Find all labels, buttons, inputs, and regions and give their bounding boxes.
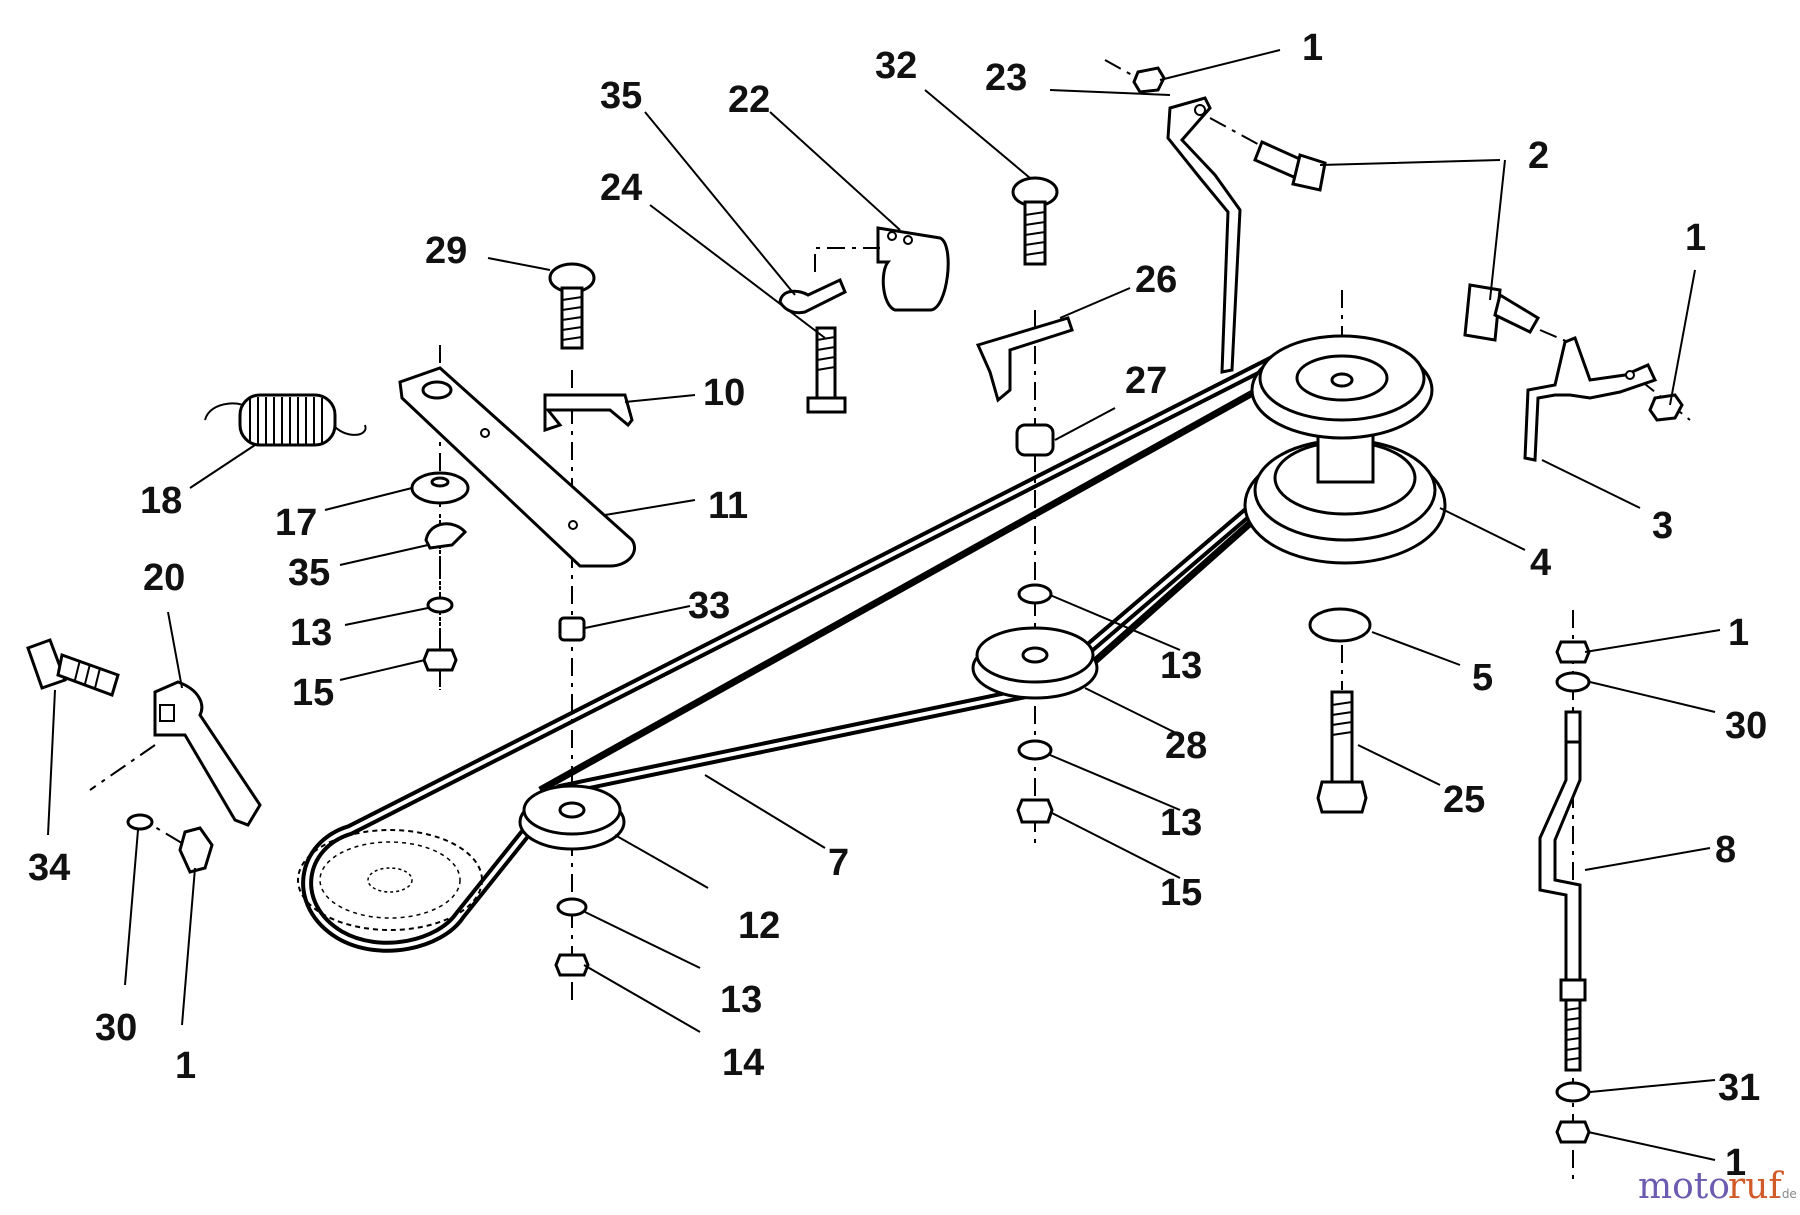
washer-30-r — [1555, 671, 1591, 693]
callout-10: 10 — [703, 372, 745, 414]
bracket-26 — [975, 316, 1074, 403]
nut-1-top — [1132, 66, 1166, 94]
idler-pulley-28 — [971, 310, 1099, 850]
nut-15-b — [1016, 798, 1054, 824]
callout-30: 30 — [95, 1007, 137, 1049]
spacer-33 — [558, 616, 586, 642]
callout-7: 7 — [828, 842, 849, 884]
callout-30: 30 — [1725, 705, 1767, 747]
callout-2: 2 — [1528, 135, 1549, 177]
callout-20: 20 — [143, 557, 185, 599]
callout-15: 15 — [1160, 872, 1202, 914]
bolt-2-top — [1253, 139, 1327, 192]
callout-4: 4 — [1530, 542, 1551, 584]
carriage-bolt-32 — [1011, 176, 1059, 266]
callout-31: 31 — [1718, 1067, 1760, 1109]
callout-24: 24 — [600, 167, 642, 209]
callout-13: 13 — [1160, 645, 1202, 687]
clip-35-lower — [424, 522, 468, 550]
rod-23 — [1166, 96, 1242, 374]
callout-labels: 1 23 32 2 1 35 22 24 29 26 27 10 11 18 1… — [28, 27, 1767, 1184]
watermark-logo: moto ruf .de — [1638, 1166, 1797, 1207]
callout-33: 33 — [688, 585, 730, 627]
callout-35: 35 — [600, 75, 642, 117]
callout-1: 1 — [1685, 217, 1706, 259]
callout-23: 23 — [985, 57, 1027, 99]
bracket-10 — [543, 393, 634, 433]
nut-1-right — [1648, 393, 1684, 422]
nut-1-r-top — [1555, 640, 1591, 664]
callout-25: 25 — [1443, 779, 1485, 821]
engine-pulley — [297, 829, 483, 931]
svg-text:ruf: ruf — [1728, 1166, 1784, 1207]
svg-text:.de: .de — [1778, 1187, 1797, 1201]
bolt-25 — [1316, 690, 1368, 814]
bolt-34 — [26, 638, 120, 697]
washer-13-d — [1017, 739, 1053, 761]
callout-17: 17 — [275, 502, 317, 544]
lever-20 — [153, 680, 262, 827]
callout-26: 26 — [1135, 259, 1177, 301]
callout-29: 29 — [425, 230, 467, 272]
svg-text:moto: moto — [1638, 1166, 1730, 1207]
washer-31 — [1555, 1081, 1591, 1103]
callout-1: 1 — [1728, 612, 1749, 654]
washer-30-left — [126, 813, 154, 831]
callout-14: 14 — [722, 1042, 764, 1084]
nut-14 — [554, 953, 590, 977]
callout-5: 5 — [1472, 657, 1493, 699]
callout-3: 3 — [1652, 505, 1673, 547]
callout-15: 15 — [292, 672, 334, 714]
handle-22 — [876, 226, 950, 312]
bolt-24 — [806, 326, 847, 414]
spring-18 — [204, 393, 367, 447]
callout-13: 13 — [290, 612, 332, 654]
callout-13: 13 — [720, 979, 762, 1021]
callout-34: 34 — [28, 847, 70, 889]
double-pulley — [1243, 290, 1447, 565]
washer-13-c — [1017, 583, 1053, 605]
callout-8: 8 — [1715, 829, 1736, 871]
callout-1: 1 — [1725, 1142, 1746, 1184]
rod-8 — [1538, 710, 1587, 1072]
callout-28: 28 — [1165, 725, 1207, 767]
callout-13: 13 — [1160, 802, 1202, 844]
callout-11: 11 — [708, 485, 748, 527]
callout-22: 22 — [728, 79, 770, 121]
callout-12: 12 — [738, 905, 780, 947]
nut-1-left — [178, 826, 214, 874]
washer-17-hole — [430, 476, 450, 488]
spacer-27 — [1015, 423, 1055, 457]
nut-1-r-bottom — [1555, 1120, 1591, 1144]
callout-18: 18 — [140, 480, 182, 522]
idler-arm — [398, 345, 636, 690]
callout-35: 35 — [288, 552, 330, 594]
callout-32: 32 — [875, 45, 917, 87]
lock-washer-5 — [1308, 607, 1372, 643]
callout-1: 1 — [1302, 27, 1323, 69]
clip-35-upper — [778, 277, 847, 315]
washer-13-b — [556, 897, 588, 917]
idler-pulley-12 — [518, 370, 626, 1000]
nut-15-a — [422, 648, 458, 672]
callout-1: 1 — [175, 1045, 196, 1087]
carriage-bolt-29 — [548, 262, 596, 350]
bolt-2-right — [1463, 283, 1541, 342]
rod-3 — [1523, 336, 1658, 462]
leader-lines — [47, 49, 1721, 1161]
callout-27: 27 — [1125, 360, 1167, 402]
washer-13-a — [426, 596, 454, 614]
